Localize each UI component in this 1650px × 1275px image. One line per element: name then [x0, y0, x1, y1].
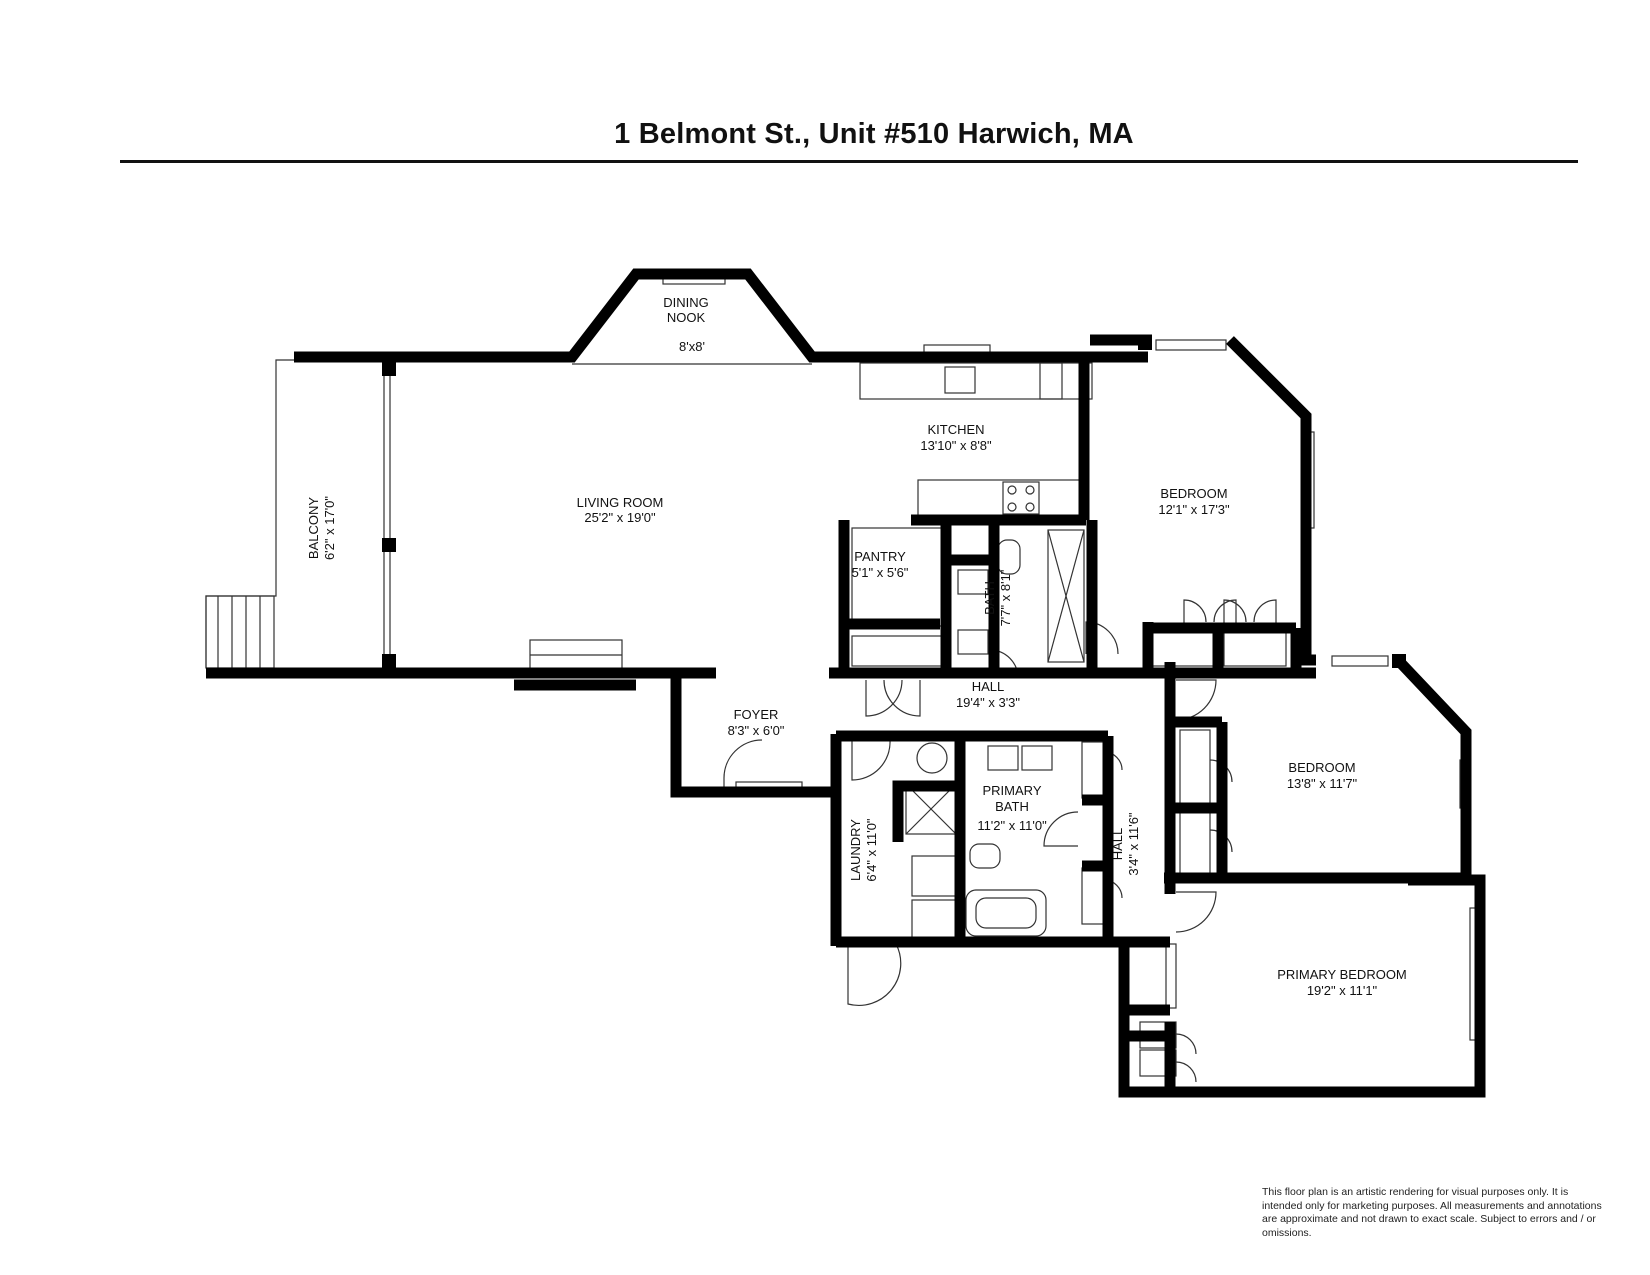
pantry-label: PANTRY: [854, 549, 906, 564]
title-rule: [120, 160, 1578, 163]
dining-nook-label-1: DINING: [663, 295, 709, 310]
kitchen-dims: 13'10" x 8'8": [920, 438, 992, 453]
balcony-label: BALCONY: [306, 497, 321, 559]
foyer-label: FOYER: [734, 707, 779, 722]
bath-label: BATH: [982, 581, 997, 615]
room-labels: DINING NOOK 8'x8' LIVING ROOM 25'2" x 19…: [306, 295, 1407, 998]
bedroom-1-label: BEDROOM: [1160, 486, 1227, 501]
living-room-dims: 25'2" x 19'0": [584, 510, 656, 525]
hall-small-label: HALL: [1110, 828, 1125, 861]
disclaimer-text: This floor plan is an artistic rendering…: [1262, 1186, 1602, 1239]
dining-nook-dims: 8'x8': [679, 339, 705, 354]
bedroom-2-dims: 13'8" x 11'7": [1287, 776, 1358, 791]
primary-bedroom-dims: 19'2" x 11'1": [1307, 983, 1378, 998]
bedroom-2-label: BEDROOM: [1288, 760, 1355, 775]
primary-bath-label-1: PRIMARY: [983, 783, 1042, 798]
primary-bath-label-2: BATH: [995, 799, 1029, 814]
laundry-label: LAUNDRY: [848, 819, 863, 881]
walls: [206, 268, 1486, 1098]
foyer-dims: 8'3" x 6'0": [728, 723, 785, 738]
dining-nook-label-2: NOOK: [667, 310, 706, 325]
bedroom-1-dims: 12'1" x 17'3": [1158, 502, 1230, 517]
wall-posts: [382, 336, 1406, 668]
hall-main-label: HALL: [972, 679, 1005, 694]
bath-dims: 7'7" x 8'1": [998, 569, 1013, 626]
primary-bedroom-label: PRIMARY BEDROOM: [1277, 967, 1407, 982]
hall-small-dims: 3'4" x 11'6": [1126, 812, 1141, 875]
balcony-dims: 6'2" x 17'0": [322, 496, 337, 560]
hall-main-dims: 19'4" x 3'3": [956, 695, 1020, 710]
primary-bath-dims: 11'2" x 11'0": [977, 818, 1047, 833]
kitchen-label: KITCHEN: [927, 422, 984, 437]
pantry-dims: 5'1" x 5'6": [852, 565, 909, 580]
floor-plan-title: 1 Belmont St., Unit #510 Harwich, MA: [614, 118, 1134, 150]
laundry-dims: 6'4" x 11'0": [864, 818, 879, 881]
living-room-label: LIVING ROOM: [577, 495, 664, 510]
